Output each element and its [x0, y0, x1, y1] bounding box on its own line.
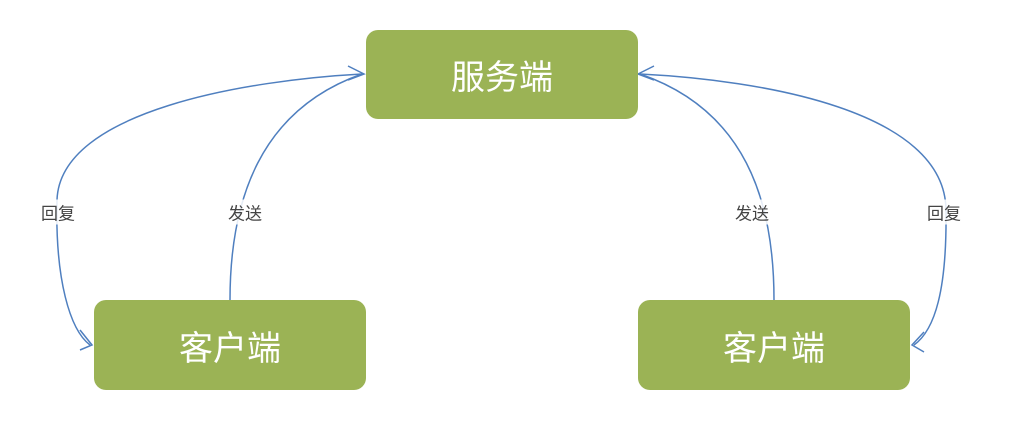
right-reply-arrowhead — [910, 331, 925, 353]
right-reply-arrow — [639, 73, 947, 346]
client-node-right[interactable]: 客户端 — [638, 300, 910, 390]
right-send-arrow — [639, 73, 775, 301]
client-node-left[interactable]: 客户端 — [94, 300, 366, 390]
left-send-arrowhead — [347, 65, 366, 81]
left-reply-arrowhead — [79, 329, 94, 351]
left-reply-arrow — [56, 73, 363, 346]
left-reply-label: 回复 — [40, 199, 76, 225]
right-reply-label: 回复 — [926, 199, 962, 225]
server-node[interactable]: 服务端 — [366, 30, 638, 119]
left-send-label: 发送 — [227, 199, 263, 225]
right-send-arrowhead — [636, 65, 655, 81]
right-send-label: 发送 — [734, 199, 770, 225]
left-send-arrow — [229, 73, 363, 301]
